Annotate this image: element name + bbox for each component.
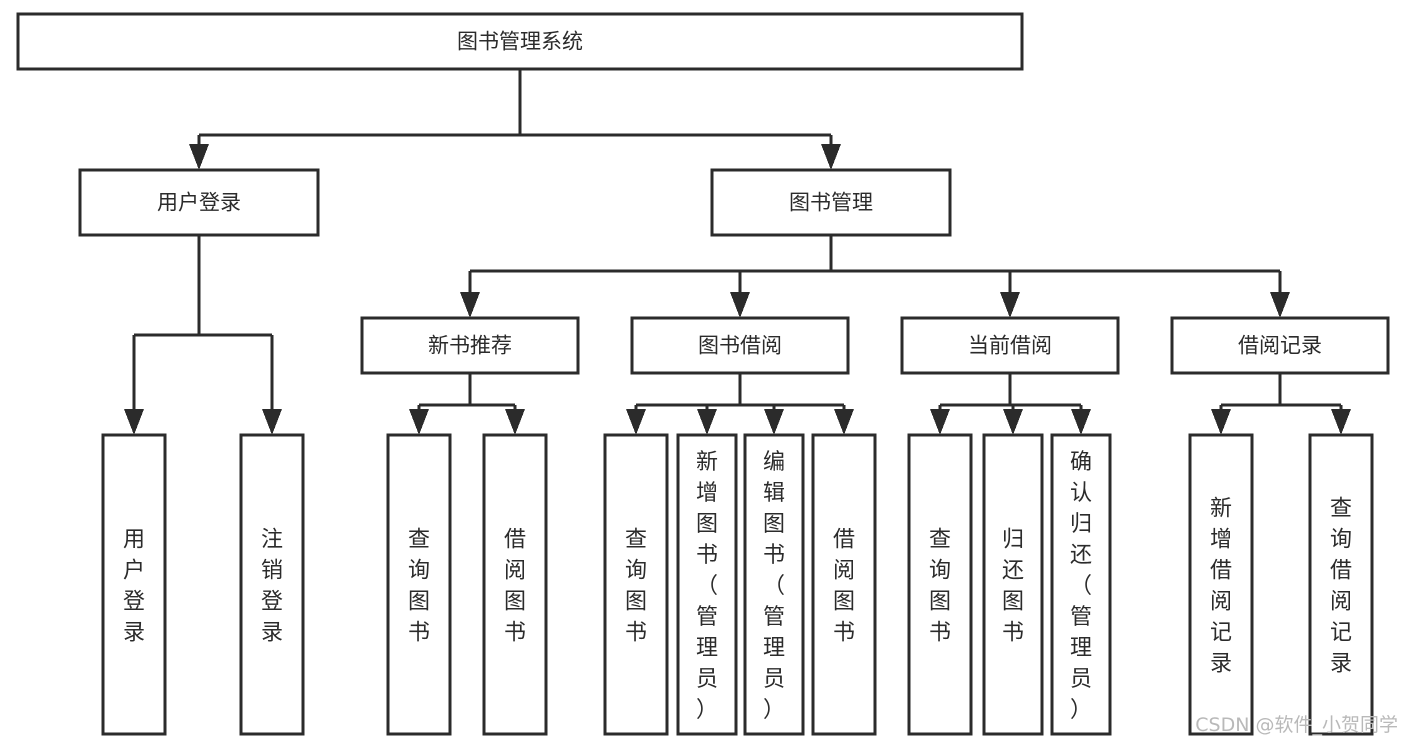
node-label: 归还图书 (1002, 528, 1024, 646)
node-box (1170, 316, 1390, 375)
node-box (743, 433, 805, 736)
node-box (239, 433, 305, 736)
arrow-head-icon (409, 409, 429, 435)
node-leaf-cur-query[interactable]: 查询图书 (907, 433, 973, 736)
arrow-head-icon (1211, 409, 1231, 435)
node-leaf-user-login[interactable]: 用户登录 (101, 433, 167, 736)
node-box (1050, 433, 1112, 736)
arrow-head-icon (730, 292, 750, 318)
arrow-head-icon (1331, 409, 1351, 435)
node-leaf-bw-query[interactable]: 查询图书 (603, 433, 669, 736)
node-box (78, 168, 320, 237)
node-label: 查询图书 (625, 528, 647, 646)
node-box (1308, 433, 1374, 736)
node-label: 新增借阅记录 (1210, 497, 1232, 677)
node-box (482, 433, 548, 736)
node-box (982, 433, 1044, 736)
node-label: 用户登录 (123, 528, 145, 646)
node-label: 编辑图书（管理员） (763, 450, 785, 723)
arrow-head-icon (1270, 292, 1290, 318)
node-box (1188, 433, 1254, 736)
node-leaf-bw-add[interactable]: 新增图书（管理员） (676, 433, 738, 736)
node-leaf-cur-return[interactable]: 归还图书 (982, 433, 1044, 736)
node-box (710, 168, 952, 237)
node-leaf-user-logout[interactable]: 注销登录 (239, 433, 305, 736)
node-leaf-rec-query[interactable]: 查询借阅记录 (1308, 433, 1374, 736)
arrow-head-icon (697, 409, 717, 435)
node-box (630, 316, 850, 375)
node-box (101, 433, 167, 736)
node-label: 查询图书 (929, 528, 951, 646)
node-leaf-cur-confirm[interactable]: 确认归还（管理员） (1050, 433, 1112, 736)
node-box (16, 12, 1024, 71)
edges-layer (124, 69, 1351, 435)
arrow-head-icon (930, 409, 950, 435)
arrow-head-icon (460, 292, 480, 318)
arrow-head-icon (1071, 409, 1091, 435)
node-label: 图书借阅 (698, 334, 782, 358)
node-l3-new[interactable]: 新书推荐 (360, 316, 580, 375)
arrow-head-icon (626, 409, 646, 435)
node-label: 借阅图书 (833, 528, 855, 646)
arrow-head-icon (124, 409, 144, 435)
node-l3-current[interactable]: 当前借阅 (900, 316, 1120, 375)
node-label: 注销登录 (261, 528, 283, 646)
node-leaf-rec-add[interactable]: 新增借阅记录 (1188, 433, 1254, 736)
node-l2-book[interactable]: 图书管理 (710, 168, 952, 237)
node-root[interactable]: 图书管理系统 (16, 12, 1024, 71)
node-label: 用户登录 (157, 191, 241, 215)
node-leaf-new-borrow[interactable]: 借阅图书 (482, 433, 548, 736)
node-label: 查询借阅记录 (1330, 497, 1352, 677)
watermark-label: CSDN @软件_小贺同学 (1195, 714, 1398, 736)
node-leaf-bw-borrow[interactable]: 借阅图书 (811, 433, 877, 736)
node-box (811, 433, 877, 736)
node-leaf-new-query[interactable]: 查询图书 (386, 433, 452, 736)
arrow-head-icon (189, 144, 209, 170)
node-label: 图书管理系统 (457, 30, 583, 54)
node-l2-user[interactable]: 用户登录 (78, 168, 320, 237)
node-l3-borrow[interactable]: 图书借阅 (630, 316, 850, 375)
node-label: 借阅记录 (1238, 334, 1322, 358)
arrow-head-icon (764, 409, 784, 435)
arrow-head-icon (262, 409, 282, 435)
arrow-head-icon (834, 409, 854, 435)
node-label: 确认归还（管理员） (1070, 450, 1092, 723)
node-label: 图书管理 (789, 191, 873, 215)
node-l3-record[interactable]: 借阅记录 (1170, 316, 1390, 375)
node-label: 当前借阅 (968, 334, 1052, 358)
node-box (900, 316, 1120, 375)
arrow-head-icon (505, 409, 525, 435)
node-leaf-bw-edit[interactable]: 编辑图书（管理员） (743, 433, 805, 736)
node-label: 查询图书 (408, 528, 430, 646)
node-box (676, 433, 738, 736)
nodes-layer: 图书管理系统用户登录图书管理新书推荐图书借阅当前借阅借阅记录用户登录注销登录查询… (16, 12, 1390, 736)
node-label: 借阅图书 (504, 528, 526, 646)
node-box (603, 433, 669, 736)
node-label: 新书推荐 (428, 334, 512, 358)
arrow-head-icon (1000, 292, 1020, 318)
arrow-head-icon (1003, 409, 1023, 435)
node-label: 新增图书（管理员） (696, 450, 718, 723)
node-box (360, 316, 580, 375)
node-box (907, 433, 973, 736)
node-box (386, 433, 452, 736)
arrow-head-icon (821, 144, 841, 170)
